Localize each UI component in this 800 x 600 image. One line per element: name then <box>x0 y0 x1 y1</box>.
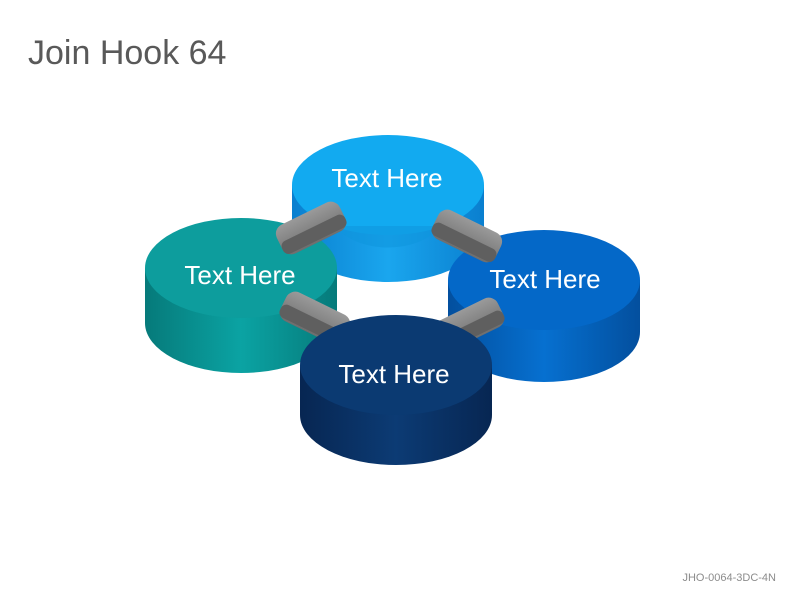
footer-code: JHO-0064-3DC-4N <box>682 572 776 584</box>
slide-title: Join Hook 64 <box>28 34 227 72</box>
connector-top-left <box>275 201 347 255</box>
node-left-label: Text Here <box>184 260 295 290</box>
node-top-label: Text Here <box>331 163 442 193</box>
node-bottom <box>300 315 492 465</box>
node-bottom-label: Text Here <box>338 359 449 389</box>
connector-top-right <box>431 209 503 263</box>
node-bottom-face <box>300 315 492 415</box>
node-right-label: Text Here <box>489 264 600 294</box>
